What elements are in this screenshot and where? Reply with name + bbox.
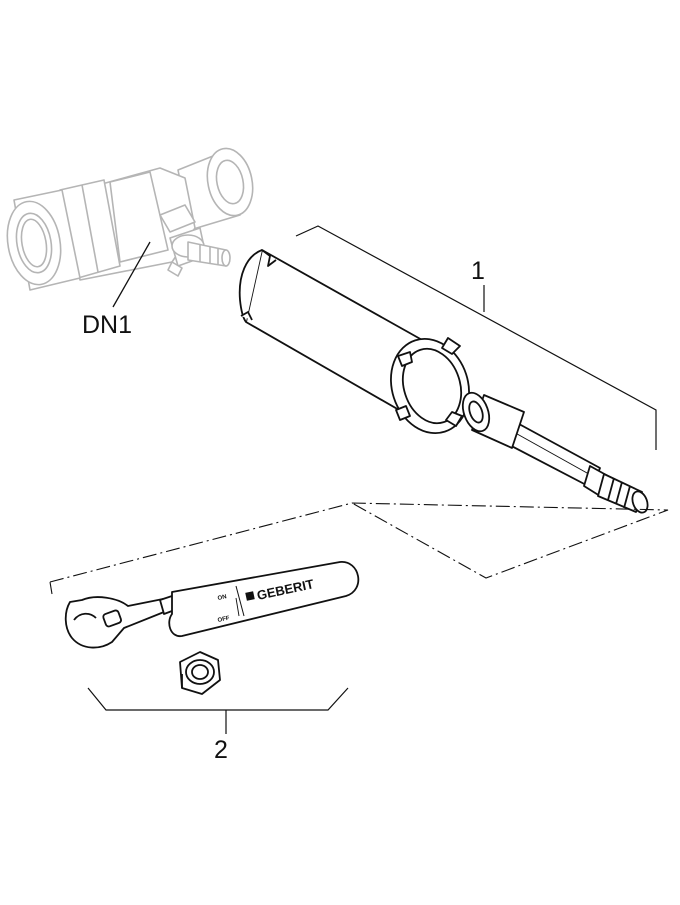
on-off-arrow-icon xyxy=(235,597,240,617)
item-2-label: 2 xyxy=(214,736,228,764)
item-1-bracket xyxy=(295,225,657,450)
hex-nut xyxy=(179,651,221,695)
socket-sleeve xyxy=(238,249,470,435)
key-wrench xyxy=(64,561,360,649)
dash-dot-enclosure xyxy=(49,502,669,595)
item-2-bracket xyxy=(87,687,349,711)
valve-label: DN1 xyxy=(82,311,133,339)
item-1-label: 1 xyxy=(471,257,485,285)
off-text: OFF xyxy=(217,616,230,624)
dn1-leader-line xyxy=(112,241,151,308)
on-text: ON xyxy=(217,594,227,602)
brand-logo-square xyxy=(245,591,255,601)
ball-valve-drawing xyxy=(6,147,254,291)
drive-spindle xyxy=(461,391,649,514)
